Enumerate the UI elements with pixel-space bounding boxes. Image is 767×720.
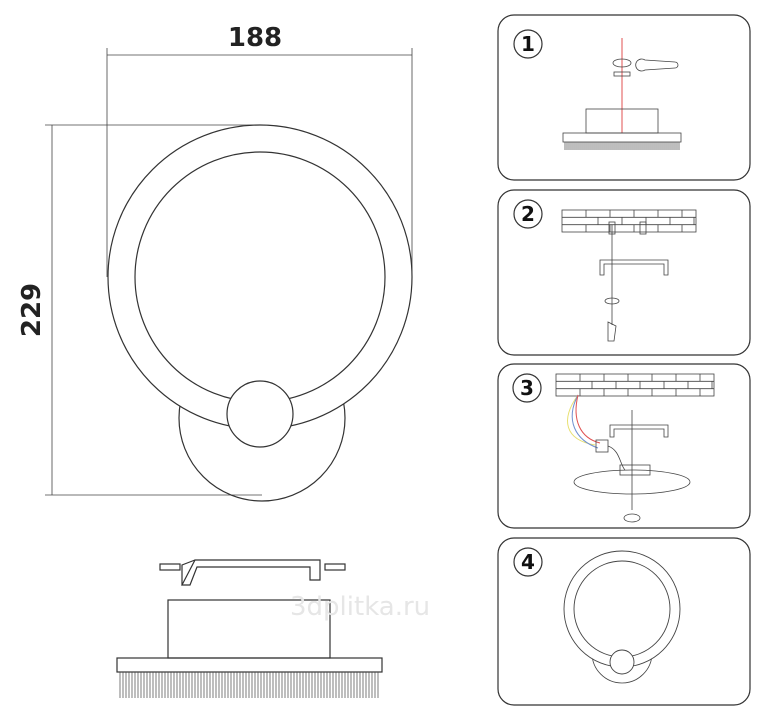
wall-bricks bbox=[561, 209, 697, 233]
nut-icon bbox=[623, 513, 641, 523]
step-1-panel: 1 bbox=[497, 14, 751, 181]
step-number-badge bbox=[512, 373, 542, 403]
wire-blue bbox=[571, 394, 599, 449]
washer-icon bbox=[613, 71, 631, 77]
inner-ring bbox=[134, 151, 386, 403]
wire-red bbox=[575, 394, 601, 444]
step-number: 2 bbox=[521, 202, 535, 226]
step-3-panel: 3 bbox=[497, 363, 751, 529]
center-knob bbox=[609, 649, 635, 675]
lamp-base bbox=[573, 469, 691, 495]
anchor-icon bbox=[608, 221, 616, 235]
base bbox=[116, 657, 383, 673]
step-number-badge bbox=[513, 199, 543, 229]
screw-icon bbox=[324, 563, 346, 571]
width-label: 188 bbox=[228, 23, 282, 53]
hand-screwdriver-icon bbox=[607, 321, 617, 342]
step-number: 3 bbox=[520, 376, 534, 400]
step-number-badge bbox=[513, 29, 543, 59]
mounting-bracket bbox=[181, 559, 321, 586]
washer-icon bbox=[604, 297, 620, 305]
screw-icon bbox=[159, 563, 181, 571]
step-4-panel: 4 bbox=[497, 537, 751, 706]
step-2-panel: 2 bbox=[497, 189, 751, 356]
mounting-bracket bbox=[599, 259, 669, 276]
watermark: 3dplitka.ru bbox=[290, 592, 430, 622]
base-fringe bbox=[119, 672, 379, 698]
nut-icon bbox=[612, 58, 632, 68]
step-number: 4 bbox=[521, 550, 535, 574]
mounting-bracket bbox=[609, 424, 669, 438]
anchor-icon bbox=[639, 221, 647, 235]
wall-bricks bbox=[555, 373, 715, 397]
center-knob bbox=[226, 380, 294, 448]
terminal-block bbox=[595, 439, 609, 453]
side-view bbox=[116, 559, 383, 698]
step-number-badge bbox=[513, 547, 543, 577]
driver-box bbox=[619, 464, 651, 476]
inner-ring bbox=[573, 560, 671, 658]
height-label: 229 bbox=[17, 283, 47, 337]
front-view: 188 229 bbox=[17, 23, 413, 502]
base bbox=[562, 132, 682, 143]
step-number: 1 bbox=[521, 32, 535, 56]
wrench-icon bbox=[635, 58, 679, 72]
